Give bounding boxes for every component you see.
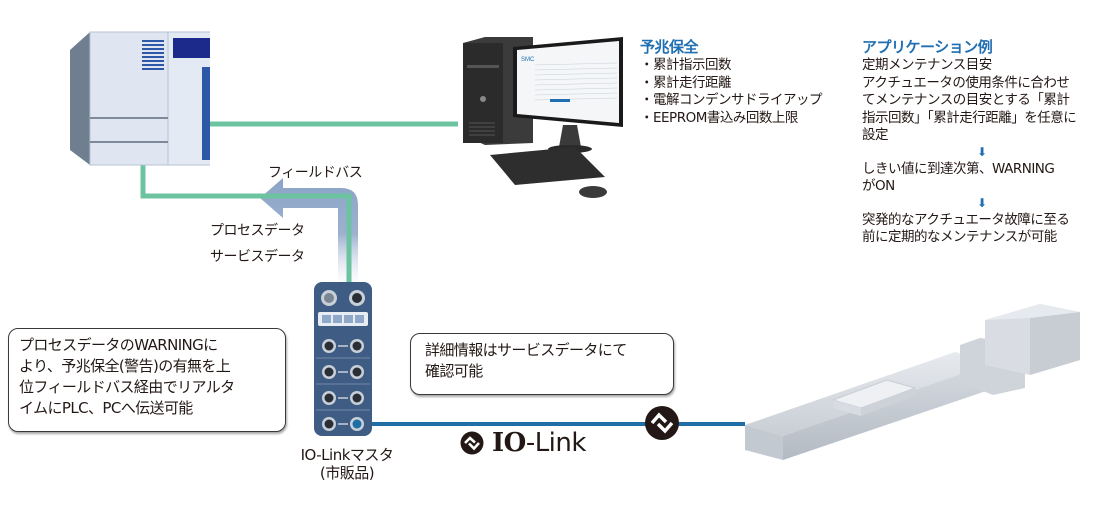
fieldbus-label: フィールドバス [268,165,363,181]
iolink-connector-icon [645,406,679,440]
app-line: がON [862,178,895,194]
predictive-maintenance-section: 予兆保全 ・累計指示回数 ・累計走行距離 ・電解コンデンサドライアップ ・EEP… [640,36,823,127]
plc-icon [70,31,210,166]
callout-line: 位フィールドバス経由でリアルタ [19,378,235,396]
application-example-title: アプリケーション例 [862,38,993,56]
pc-screen-brand: SMC [521,57,535,63]
iolink-master-sublabel: (市販品) [319,464,375,482]
service-data-label: サービスデータ [210,249,305,265]
iolink-logo-text: IO-Link [492,428,586,458]
callout-line: プロセスデータのWARNINGに [19,336,218,354]
callout-line: 詳細情報はサービスデータにて [425,341,627,359]
iolink-logo-bold: IO [492,428,526,458]
desktop-pc-icon: SMC [463,37,623,198]
iolink-master-icon [314,282,372,436]
iolink-logo-rest: -Link [525,428,587,458]
pm-item: ・累計走行距離 [640,74,732,91]
dataflow-arrow [260,178,358,290]
callout-line: より、予兆保全(警告)の有無を上 [19,357,231,375]
callout-line: イムにPLC、PCへ伝送可能 [19,399,193,417]
application-example-section: アプリケーション例 定期メンテナンス目安 アクチュエータの使用条件に合わせ てメ… [862,36,1077,247]
pm-item: ・電解コンデンサドライアップ [640,92,823,108]
fieldbus-line-plc-master [140,165,352,285]
process-data-label: プロセスデータ [210,223,305,239]
electric-actuator-icon [745,304,1080,460]
callout-service-data: 詳細情報はサービスデータにて 確認可能 [410,333,674,395]
app-line: 突発的なアクチュエータ故障に至る [862,211,1070,228]
predictive-maintenance-title: 予兆保全 [640,38,699,56]
arrow-down-icon: ⬇ [976,144,988,159]
app-line: 指示回数」「累計走行距離」を任意に [862,109,1077,126]
app-line: しきい値に到達次第、WARNING [862,160,1055,177]
iolink-logo: IO-Link [460,428,586,458]
iolink-master-caption: IO-Linkマスタ (市販品) [292,446,402,482]
iolink-master-label: IO-Linkマスタ [300,446,394,464]
callout-line: 確認可能 [425,362,483,380]
app-line: アクチュエータの使用条件に合わせ [862,74,1070,91]
app-line: 前に定期的なメンテナンスが可能 [862,229,1057,245]
pm-item: ・累計指示回数 [640,57,732,73]
callout-warning-transmission: プロセスデータのWARNINGに より、予兆保全(警告)の有無を上 位フィールド… [8,328,286,432]
app-line: てメンテナンスの目安とする「累計 [862,92,1070,108]
arrow-down-icon: ⬇ [976,195,988,210]
iolink-logo-icon [460,431,484,455]
app-line: 設定 [862,127,889,143]
pm-item: ・EEPROM書込み回数上限 [640,109,798,126]
app-line: 定期メンテナンス目安 [862,57,992,73]
